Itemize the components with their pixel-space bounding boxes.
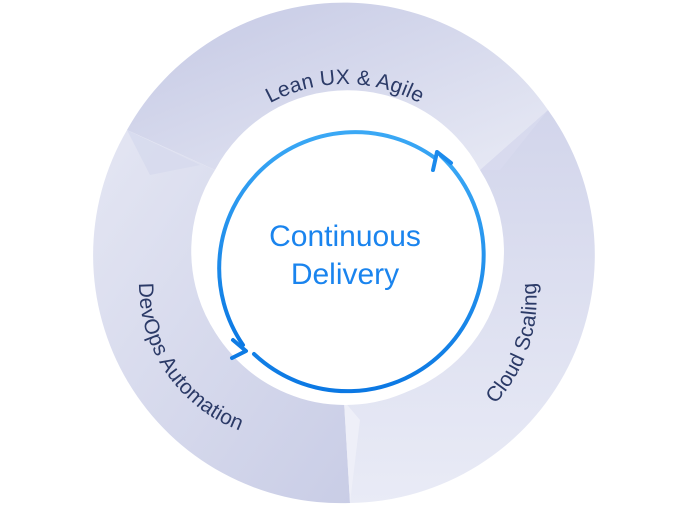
center-disc	[193, 101, 497, 405]
cycle-arrow-right	[252, 154, 486, 394]
segment-lean-ux	[127, 2, 548, 170]
cycle-arrow-head-icon	[230, 338, 248, 360]
center-title-line2: Delivery	[291, 258, 399, 291]
segment-chevron-bottom	[344, 401, 360, 503]
center-title-line1: Continuous	[269, 220, 421, 253]
cycle-arrow-left	[217, 130, 437, 347]
cycle-arrows	[217, 130, 486, 394]
cycle-arrow-head-icon	[431, 150, 453, 172]
ring	[93, 2, 595, 504]
segment-chevron-left	[127, 130, 200, 175]
segment-devops	[93, 130, 350, 504]
segment-chevron-right	[480, 110, 548, 170]
segment-cloud-scaling	[344, 110, 595, 503]
